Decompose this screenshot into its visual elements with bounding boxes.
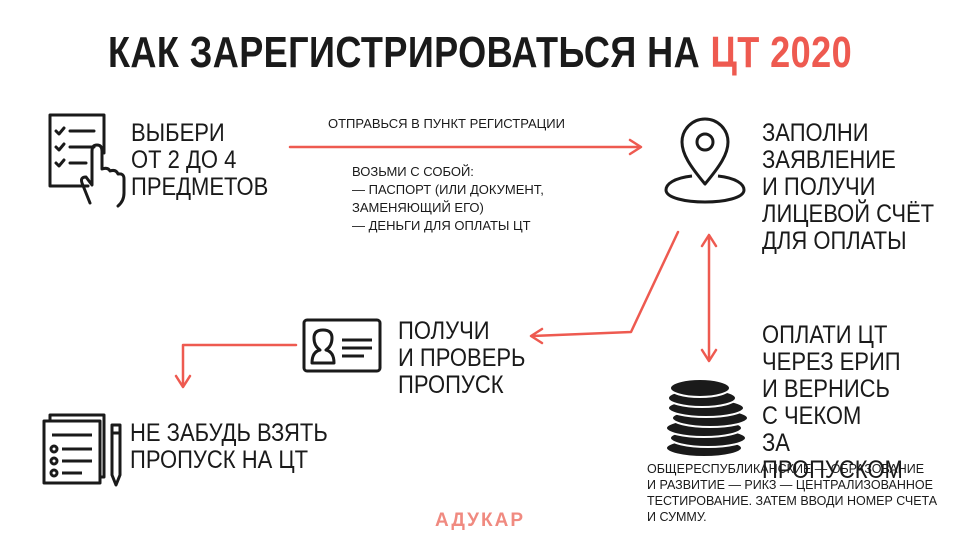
coin-stack-icon — [662, 376, 754, 458]
checklist-hand-icon — [46, 111, 126, 211]
step-pay: ОПЛАТИ ЦТ ЧЕРЕЗ ЕРИП И ВЕРНИСЬ С ЧЕКОМ З… — [762, 321, 903, 484]
id-card-icon — [302, 318, 382, 373]
title-accent: ЦТ 2020 — [710, 28, 853, 77]
step-get-pass: ПОЛУЧИ И ПРОВЕРЬ ПРОПУСК — [398, 317, 526, 399]
note-go-to-registration: ОТПРАВЬСЯ В ПУНКТ РЕГИСТРАЦИИ — [328, 116, 565, 131]
title-main: КАК ЗАРЕГИСТРИРОВАТЬСЯ НА — [107, 28, 711, 77]
brand-logo: АДУКАР — [434, 510, 525, 531]
page-title: КАК ЗАРЕГИСТРИРОВАТЬСЯ НА ЦТ 2020 — [86, 28, 873, 78]
map-pin-icon — [660, 114, 750, 206]
step-remember-pass: НЕ ЗАБУДЬ ВЗЯТЬ ПРОПУСК НА ЦТ — [130, 419, 328, 474]
step-choose-subjects: ВЫБЕРИ ОТ 2 ДО 4 ПРЕДМЕТОВ — [131, 119, 269, 201]
step-fill-application: ЗАПОЛНИ ЗАЯВЛЕНИЕ И ПОЛУЧИ ЛИЦЕВОЙ СЧЁТ … — [762, 119, 935, 255]
note-take-with-you: ВОЗЬМИ С СОБОЙ: — ПАСПОРТ (ИЛИ ДОКУМЕНТ,… — [352, 164, 544, 233]
document-pencil-icon — [42, 413, 124, 488]
arrow-to-remember — [181, 343, 298, 388]
arrow-to-pass — [530, 230, 680, 338]
note-payment-path: ОБЩЕРЕСПУБЛИКАНСКИЕ — ОБРАЗОВАНИЕ И РАЗВ… — [647, 462, 938, 524]
